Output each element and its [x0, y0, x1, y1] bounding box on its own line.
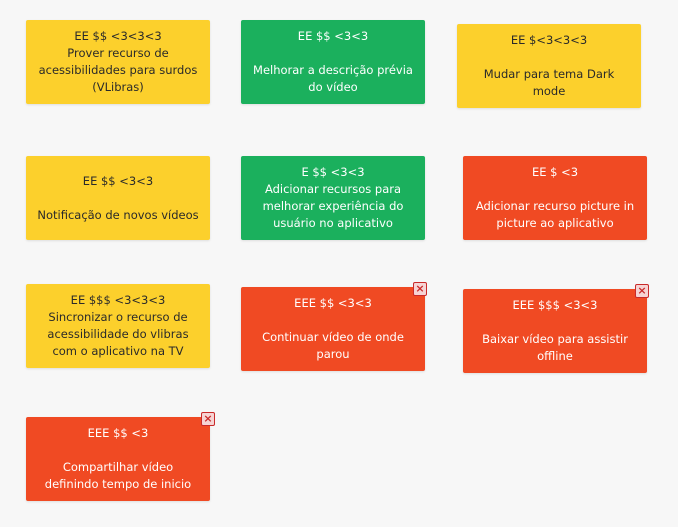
card-text: Notificação de novos vídeos: [37, 207, 199, 222]
card-baixar-offline[interactable]: EEE $$$ <3<3 Baixar vídeo para assistir …: [463, 289, 647, 373]
close-icon[interactable]: ×: [635, 284, 649, 298]
card-compartilhar-video[interactable]: EEE $$ <3 Compartilhar vídeo definindo t…: [26, 417, 210, 501]
card-text: Compartilhar vídeo definindo tempo de in…: [44, 460, 192, 491]
close-icon[interactable]: ×: [201, 412, 215, 426]
card-continuar-video[interactable]: EEE $$ <3<3 Continuar vídeo de onde paro…: [241, 287, 425, 371]
card-vlibras[interactable]: EE $$ <3<3<3 Prover recurso de acessibil…: [26, 20, 210, 104]
card-rating: EEE $$ <3<3: [294, 296, 372, 310]
card-notificacao[interactable]: EE $$ <3<3 Notificação de novos vídeos: [26, 156, 210, 240]
card-dark-mode[interactable]: EE $<3<3<3 Mudar para tema Dark mode: [457, 24, 641, 108]
card-rating: EE $$$ <3<3<3: [70, 293, 166, 307]
card-experiencia-usuario[interactable]: E $$ <3<3 Adicionar recursos para melhor…: [241, 156, 425, 240]
card-text: Mudar para tema Dark mode: [483, 67, 615, 98]
card-rating: EEE $$$ <3<3: [512, 298, 598, 312]
card-text: Prover recurso de acessibilidades para s…: [38, 46, 198, 94]
close-icon[interactable]: ×: [413, 282, 427, 296]
card-text: Adicionar recurso picture in picture ao …: [475, 199, 635, 230]
card-sincronizar-vlibras[interactable]: EE $$$ <3<3<3 Sincronizar o recurso de a…: [26, 284, 210, 368]
card-text: Continuar vídeo de onde parou: [262, 330, 404, 361]
card-text: Sincronizar o recurso de acessibilidade …: [47, 310, 189, 358]
card-text: Adicionar recursos para melhorar experiê…: [262, 182, 404, 230]
card-descricao-previa[interactable]: EE $$ <3<3 Melhorar a descrição prévia d…: [241, 20, 425, 104]
card-rating: EE $$ <3<3: [297, 29, 369, 43]
card-picture-in-picture[interactable]: EE $ <3 Adicionar recurso picture in pic…: [463, 156, 647, 240]
card-text: Baixar vídeo para assistir offline: [482, 332, 628, 363]
card-rating: EEE $$ <3: [87, 426, 149, 440]
card-rating: EE $<3<3<3: [510, 33, 588, 47]
card-rating: E $$ <3<3: [301, 165, 365, 179]
card-rating: EE $$ <3<3: [82, 173, 154, 188]
card-rating: EE $ <3: [531, 165, 579, 179]
card-text: Melhorar a descrição prévia do vídeo: [253, 63, 413, 94]
card-rating: EE $$ <3<3<3: [74, 29, 162, 43]
